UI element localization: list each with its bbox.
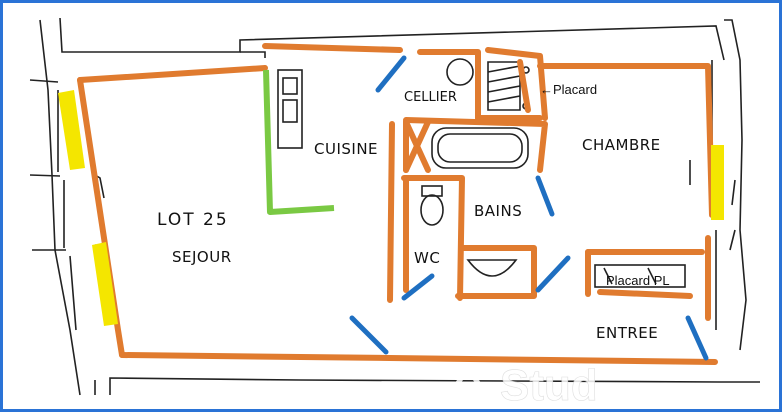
wall-bottom (119, 352, 718, 365)
wall-kitchen-partition (263, 69, 335, 215)
windows (58, 90, 724, 326)
door-bains (535, 255, 571, 293)
room-label-cellier: CELLIER (404, 90, 457, 105)
note-placard-bottom: Placard PL (606, 273, 670, 288)
room-label-sejour: SEJOUR (172, 248, 232, 266)
room-label-chambre: CHAMBRE (582, 136, 661, 154)
wall-chambre-top (537, 63, 715, 218)
window-left-bottom (92, 242, 118, 326)
wall-bath-top (403, 117, 548, 173)
lot-label: LOT 25 (157, 210, 229, 230)
window-chambre (711, 145, 724, 220)
watermark-text: Stud (500, 361, 598, 410)
door-wc (401, 273, 435, 301)
wall-placard (485, 47, 548, 121)
window-left-top (58, 90, 85, 170)
wall-sejour-left (77, 77, 125, 358)
doors (349, 55, 709, 361)
door-entree (685, 315, 709, 361)
wall-bains (455, 245, 537, 299)
wall-cellier (417, 49, 481, 121)
wall-placard-inner (517, 59, 531, 113)
watermark: Stud (447, 361, 598, 410)
wall-wc (401, 175, 465, 301)
door-entree-left (349, 315, 389, 355)
walls (77, 43, 718, 365)
door-cellier (375, 55, 407, 93)
watermark-logo-icon (447, 363, 489, 395)
room-label-entree: ENTREE (596, 324, 658, 342)
note-placard-top: ←Placard (540, 82, 597, 97)
wall-placard-bottom (597, 289, 693, 299)
room-label-bains: BAINS (474, 202, 522, 220)
door-chambre (535, 175, 555, 217)
wall-cuisine-top (262, 43, 403, 53)
room-label-cuisine: CUISINE (314, 140, 378, 158)
wall-bath-cross (403, 119, 431, 173)
room-label-wc: WC (414, 249, 440, 267)
wall-bath-left (387, 121, 395, 303)
wall-sejour-top (77, 65, 268, 83)
sketch-lines (29, 17, 760, 396)
